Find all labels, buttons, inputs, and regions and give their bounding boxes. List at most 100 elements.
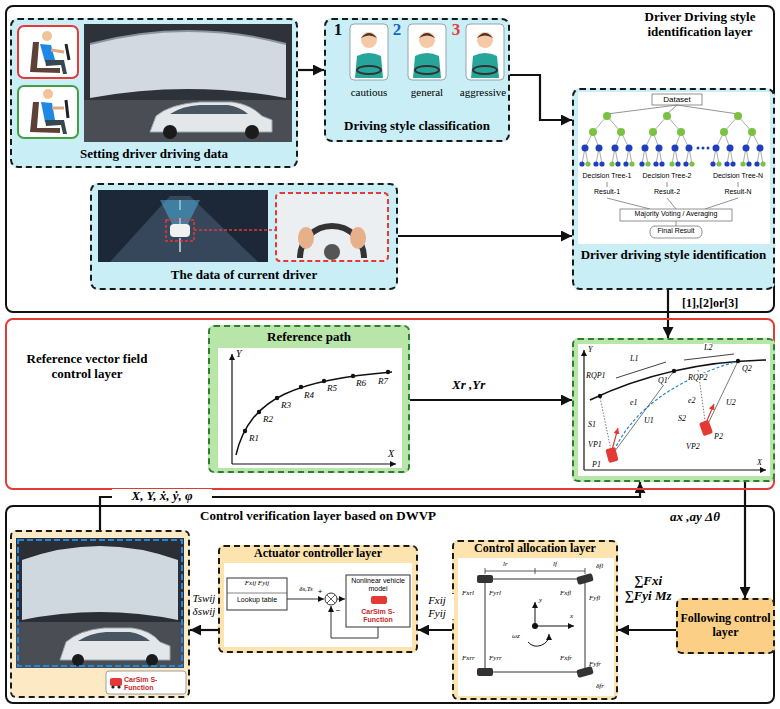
line-stroke: [194, 229, 276, 231]
shape-path: [45, 120, 67, 134]
shape-rect: [110, 678, 122, 686]
shape-path: [110, 196, 258, 262]
box-title: Actuator controller layer: [220, 547, 416, 561]
tree-icon: [710, 112, 765, 167]
line-stroke: [52, 107, 64, 110]
shape-dot: [111, 685, 114, 688]
shape-rect: [477, 668, 493, 676]
seated-driver: [30, 31, 69, 74]
box-title: Reference vector field control layer: [12, 352, 162, 382]
diagram-label: general: [399, 86, 455, 99]
diagram-label: Fyfl: [589, 594, 600, 602]
diagram-label: L1: [630, 354, 638, 363]
diagram-label: e1: [630, 398, 638, 407]
shape-path: [170, 105, 248, 114]
process-box: Following control layer: [676, 598, 775, 654]
shape-dot: [43, 89, 53, 99]
shape-rect: [578, 92, 770, 244]
diagram-label: S2: [678, 414, 686, 423]
shape-path: [413, 53, 441, 78]
shape-dot: [707, 147, 710, 150]
shape-path: [684, 354, 734, 360]
diagram-label: Dataset: [652, 95, 702, 104]
signal-label: Fxij Fyij: [420, 594, 454, 619]
diagram-label: VP2: [686, 442, 700, 451]
diagram-label: Fyrr: [489, 654, 502, 662]
diagram-label: lf: [553, 560, 557, 568]
shape-rect: [458, 558, 614, 696]
connector-arrow: [398, 235, 572, 237]
shape-rect: [170, 224, 190, 237]
diagram-label: Fxfr: [560, 654, 572, 662]
shape-dot: [672, 369, 676, 373]
line-stroke: [227, 593, 287, 594]
shape-rect: [485, 579, 585, 672]
shape-dot: [42, 31, 52, 41]
shape-path: [612, 428, 618, 450]
diagram-label: δfr: [596, 682, 604, 690]
diagram-label: Y: [236, 348, 242, 360]
shape-path: [30, 42, 60, 73]
shape-path: [40, 44, 55, 62]
shape-ellipse: [415, 66, 439, 74]
shape-dot: [736, 359, 740, 363]
diagram-label: S1: [588, 420, 596, 429]
shape-dot: [243, 429, 247, 433]
diagram-label: Decision Tree-1: [578, 172, 636, 180]
shape-ellipse: [298, 227, 314, 249]
shape-path: [160, 200, 200, 224]
connector-arrow: [510, 75, 572, 120]
box-title: The data of current driver: [92, 268, 396, 283]
line-stroke: [706, 361, 738, 428]
shape-rect: [276, 193, 388, 261]
diagram-box: YXL1L2RQP1Q1Q2RQP2P1P2S1S2VP1VP2U1U2e1e2: [572, 338, 775, 482]
diagram-label: L2: [704, 343, 712, 352]
line-stroke: [66, 44, 69, 60]
diagram-label: +: [316, 587, 324, 596]
shape-dot: [245, 125, 259, 139]
shape-path: [300, 226, 364, 258]
shape-path: [607, 182, 738, 187]
shape-path: [232, 463, 396, 464]
diagram-label: Decision Tree-N: [709, 172, 767, 180]
shape-ellipse: [350, 227, 366, 249]
shape-rect: [84, 100, 292, 142]
box-title: Control verification layer based on DWVP: [200, 509, 620, 524]
diagram-label: R1: [249, 433, 259, 443]
diagram-label: VP1: [588, 440, 602, 449]
box-title: Driver driving style identification: [574, 248, 773, 263]
layer-band: Driver Driving style identification laye…: [5, 5, 775, 313]
diagram-label: lr: [503, 560, 508, 568]
driver-icon: [350, 24, 388, 80]
shape-rect: [650, 226, 702, 238]
shape-path: [535, 602, 536, 626]
diagram-label: P2: [714, 432, 723, 441]
diagram-label: RQP1: [586, 371, 606, 380]
diagram-label: Fxij Fyij: [228, 579, 286, 587]
signal-label: ∑Fxi ∑Fyi Mz: [622, 574, 674, 604]
connector-arrow: [667, 290, 669, 338]
shape-path: [60, 628, 170, 660]
diagram-label: Nonlinear vehicle model: [348, 577, 408, 593]
box-title: CarSim S-Function: [124, 676, 184, 692]
diagram-label: R5: [327, 383, 337, 393]
process-box: Driver driving style identification Datas…: [572, 88, 775, 290]
shape-path: [231, 354, 232, 464]
diagram-label: Decision Tree-2: [638, 172, 696, 180]
shape-dot: [324, 244, 340, 260]
shape-rect: [699, 420, 713, 437]
shape-path: [30, 102, 60, 133]
shape-dot: [257, 410, 261, 414]
diagram-label: 2: [389, 20, 405, 40]
shape-path: [485, 568, 585, 574]
diagram-label: Lookup table: [228, 596, 286, 604]
process-box: The data of current driver: [90, 183, 398, 290]
shape-rect: [218, 348, 402, 468]
signal-label: [1],[2]or[3]: [682, 297, 766, 311]
diagram-label: X: [757, 458, 762, 467]
shape-dot: [322, 379, 326, 383]
signal-label: X, Y, ẋ, ẏ, φ: [112, 489, 212, 504]
diagram-label: R6: [356, 378, 366, 388]
shape-dot: [532, 623, 538, 629]
